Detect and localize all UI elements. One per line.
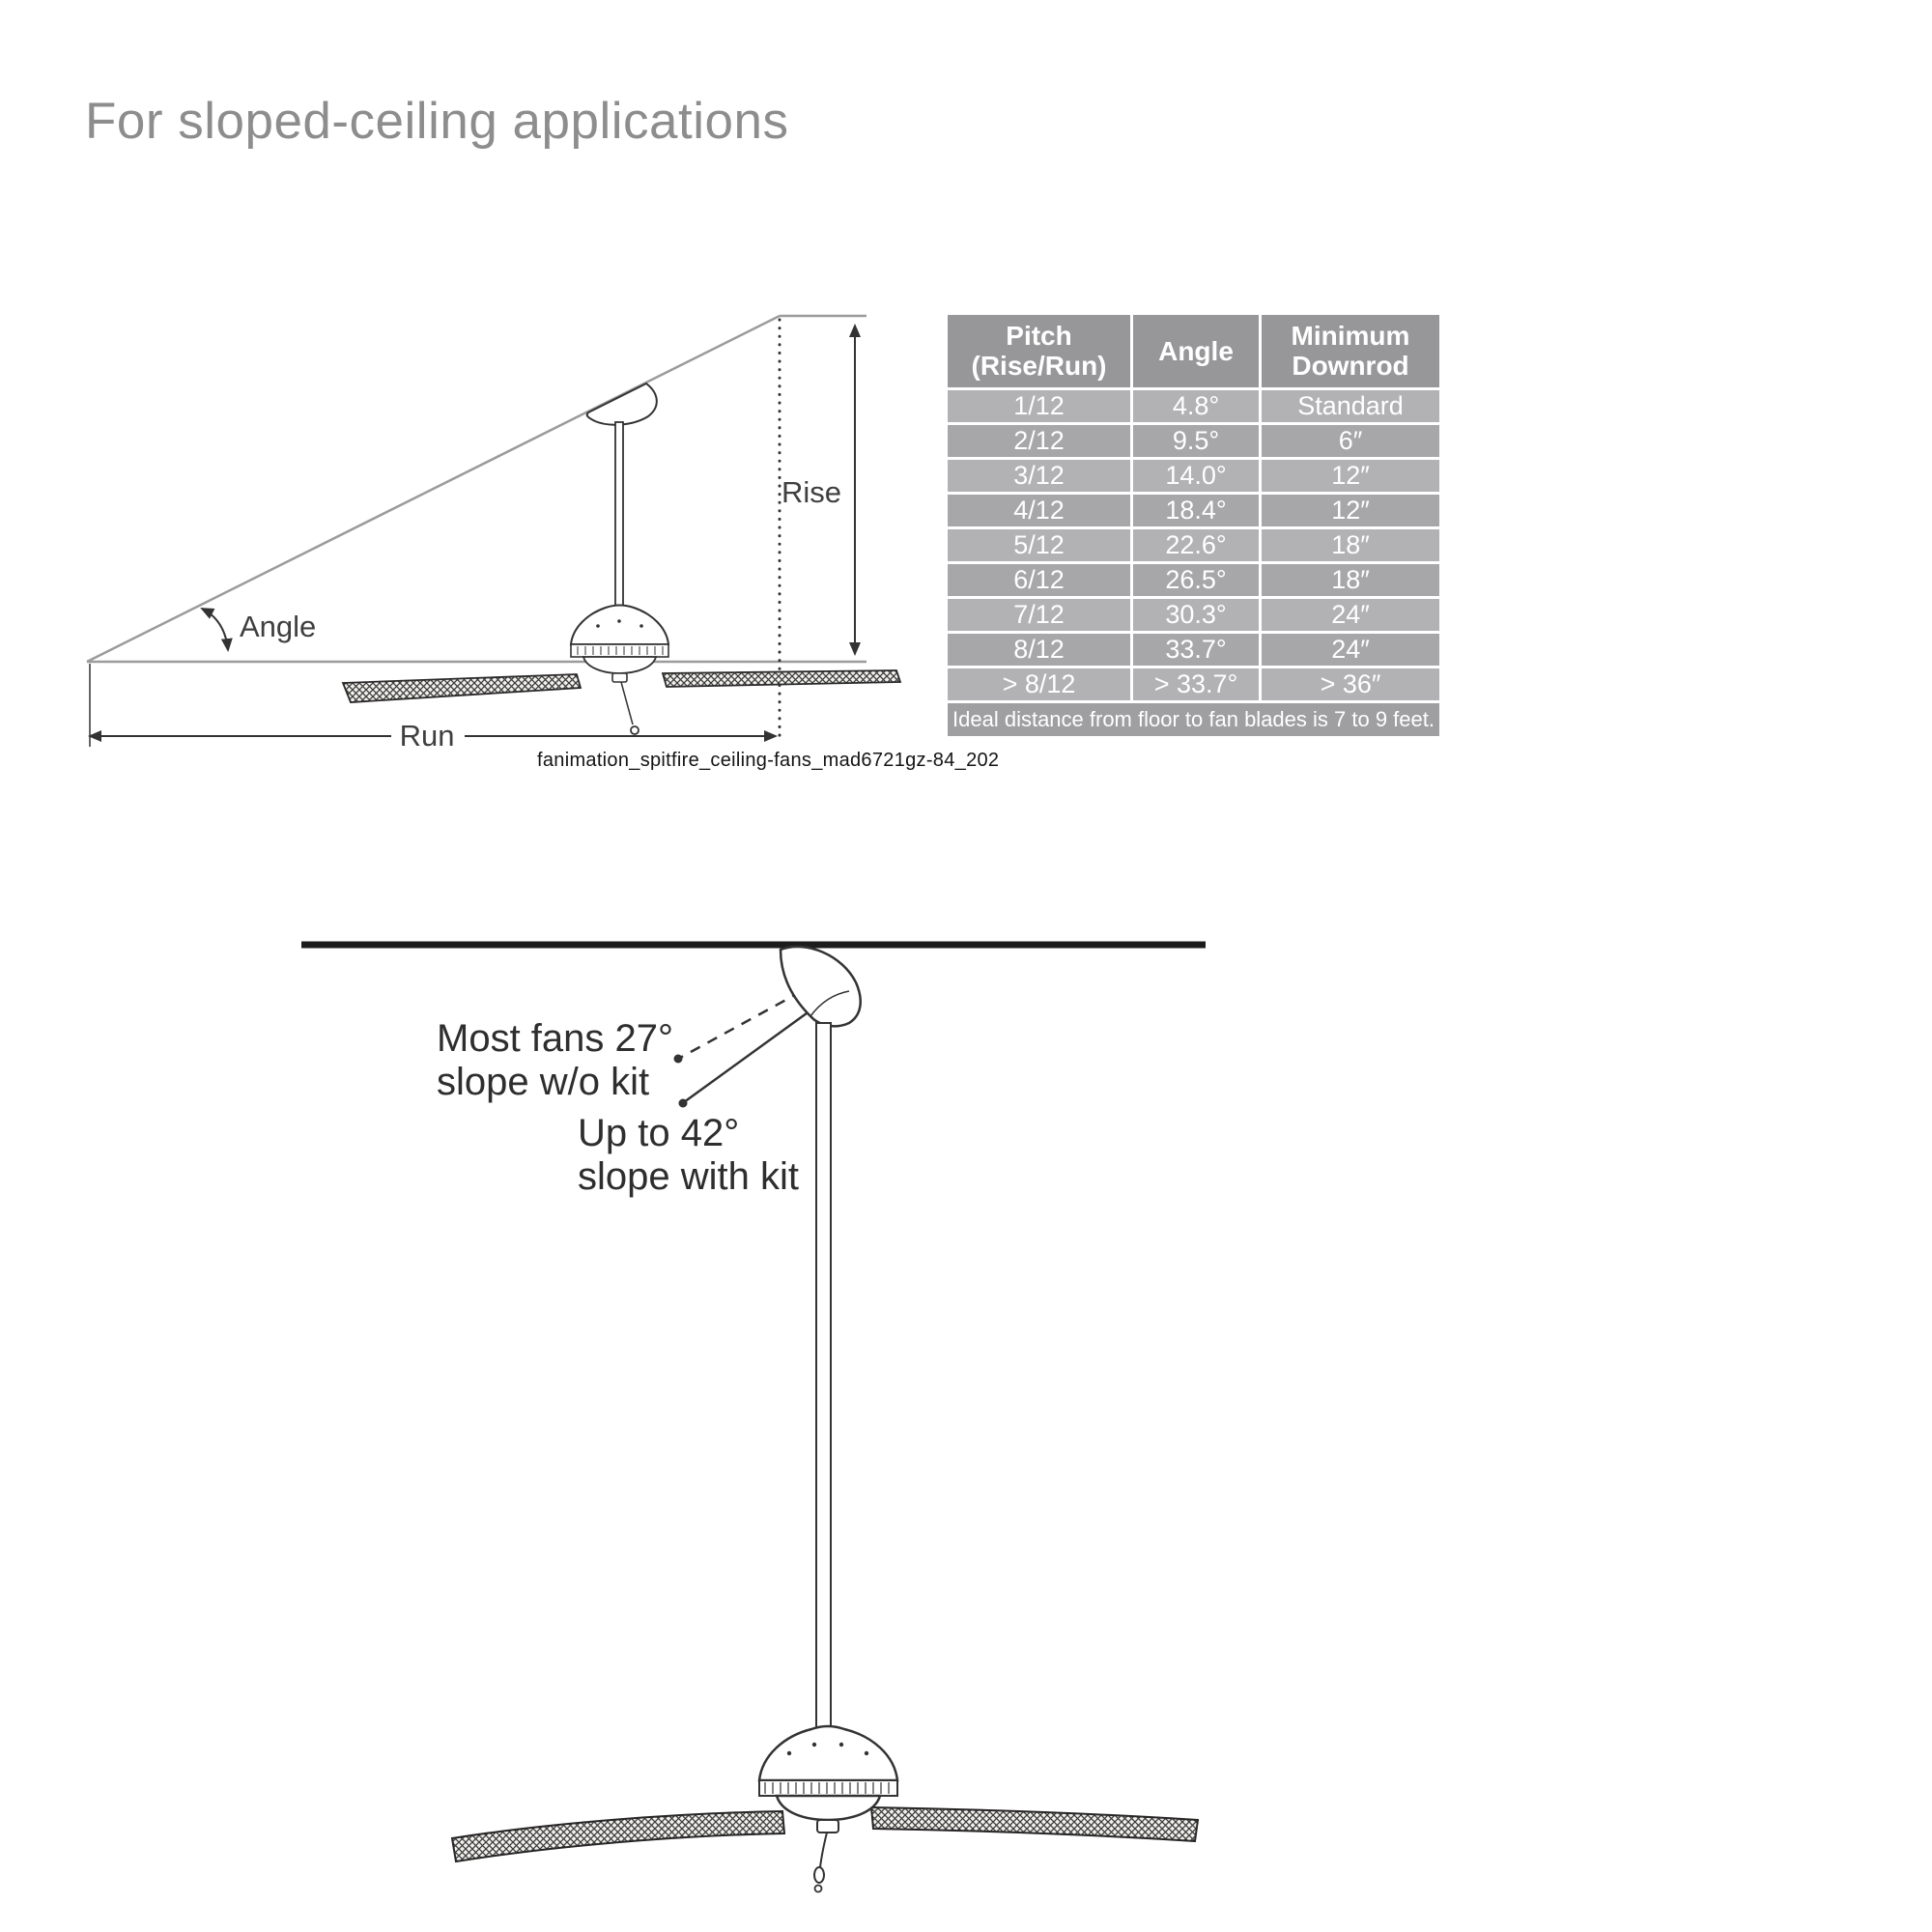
pitch-table: Pitch (Rise/Run) Angle Minimum Downrod 1… — [945, 312, 1442, 739]
with-kit-pointer-dot — [678, 1098, 688, 1108]
table-row: 3/12 14.0° 12″ — [945, 456, 1442, 495]
ceiling-fan-small — [341, 382, 902, 735]
no-kit-note-line1: Most fans 27° — [437, 1017, 673, 1060]
motor-vent-dot — [864, 1750, 869, 1756]
motor-vent-dot — [596, 624, 600, 628]
motor-vent-dot — [639, 624, 643, 628]
no-kit-slope-note: Most fans 27° slope w/o kit — [437, 1017, 673, 1104]
fan-blade-left — [450, 1809, 786, 1863]
motor-skirt — [582, 656, 658, 674]
no-kit-note-line2: slope w/o kit — [437, 1060, 650, 1103]
angle-cell: 30.3° — [1130, 595, 1262, 634]
slope-kit-diagram: Most fans 27° slope w/o kit Up to 42° sl… — [290, 923, 1217, 1898]
table-row: 4/12 18.4° 12″ — [945, 491, 1442, 529]
page-title: For sloped-ceiling applications — [85, 93, 789, 150]
table-row: 6/12 26.5° 18″ — [945, 560, 1442, 599]
table-row: > 8/12 > 33.7° > 36″ — [945, 665, 1442, 703]
angle-cell: 33.7° — [1130, 630, 1262, 668]
fan-hub — [816, 1819, 839, 1833]
angle-cell: 26.5° — [1130, 560, 1262, 599]
motor-ridges — [577, 646, 664, 655]
fan-blade-right — [869, 1805, 1200, 1843]
pull-chain-bead — [813, 1866, 825, 1884]
pull-chain — [819, 1832, 828, 1868]
fan-blade-left — [341, 673, 582, 703]
downrod-cell: Standard — [1259, 386, 1442, 425]
fan-motor-housing — [757, 1724, 899, 1782]
motor-vent-dot — [838, 1742, 844, 1747]
col-header-downrod-line1: Minimum — [1291, 321, 1410, 351]
downrod-cell: 12″ — [1259, 456, 1442, 495]
slope-diagram-svg: Rise Run Angle — [86, 314, 902, 753]
col-header-pitch-line1: Pitch — [1006, 321, 1072, 351]
pull-chain-bead — [630, 725, 639, 735]
fan-hub — [611, 672, 628, 683]
table-row: 5/12 22.6° 18″ — [945, 526, 1442, 564]
pitch-cell: 3/12 — [945, 456, 1133, 495]
angle-cell: 4.8° — [1130, 386, 1262, 425]
angle-label: Angle — [240, 610, 316, 643]
angle-cell: 14.0° — [1130, 456, 1262, 495]
fan-blade-right — [661, 669, 902, 688]
canopy-detail-line — [810, 990, 850, 1017]
angle-arc-arrow — [200, 608, 233, 652]
table-footer-note: Ideal distance from floor to fan blades … — [945, 699, 1442, 739]
pitch-cell: 6/12 — [945, 560, 1133, 599]
pitch-cell: 7/12 — [945, 595, 1133, 634]
downrod-cell: > 36″ — [1259, 665, 1442, 703]
col-header-angle: Angle — [1130, 312, 1262, 390]
fan-canopy — [585, 382, 658, 426]
pitch-cell: 5/12 — [945, 526, 1133, 564]
downrod-cell: 12″ — [1259, 491, 1442, 529]
image-caption: fanimation_spitfire_ceiling-fans_mad6721… — [537, 750, 1000, 771]
angle-cell: 9.5° — [1130, 421, 1262, 460]
table-row: 8/12 33.7° 24″ — [945, 630, 1442, 668]
col-header-pitch-line2: (Rise/Run) — [971, 351, 1107, 382]
angle-cell: 18.4° — [1130, 491, 1262, 529]
col-header-downrod: Minimum Downrod — [1259, 312, 1442, 390]
with-kit-note-line1: Up to 42° — [578, 1112, 740, 1154]
col-header-pitch: Pitch (Rise/Run) — [945, 312, 1133, 390]
table-row: 1/12 4.8° Standard — [945, 386, 1442, 425]
motor-vent-dot — [811, 1742, 817, 1747]
pitch-cell: 8/12 — [945, 630, 1133, 668]
downrod-cell: 24″ — [1259, 630, 1442, 668]
with-kit-note-line2: slope with kit — [578, 1154, 799, 1198]
sloped-ceiling-line — [86, 314, 781, 664]
rise-label: Rise — [781, 475, 841, 509]
run-label: Run — [400, 719, 455, 753]
downrod-cell: 18″ — [1259, 560, 1442, 599]
table-footer-row: Ideal distance from floor to fan blades … — [945, 699, 1442, 739]
pitch-cell: 1/12 — [945, 386, 1133, 425]
table-header-row: Pitch (Rise/Run) Angle Minimum Downrod — [945, 312, 1442, 390]
pitch-cell: > 8/12 — [945, 665, 1133, 703]
pitch-cell: 2/12 — [945, 421, 1133, 460]
col-header-downrod-line2: Downrod — [1292, 351, 1409, 382]
downrod-cell: 18″ — [1259, 526, 1442, 564]
fan-downrod — [614, 421, 624, 609]
with-kit-slope-note: Up to 42° slope with kit — [578, 1112, 799, 1199]
fan-motor-housing — [569, 604, 670, 645]
pull-chain — [620, 681, 634, 725]
downrod-cell: 24″ — [1259, 595, 1442, 634]
slope-measurement-diagram: Rise Run Angle — [82, 304, 961, 758]
motor-skirt — [775, 1794, 882, 1822]
angle-cell: > 33.7° — [1130, 665, 1262, 703]
motor-vent-dot — [786, 1750, 792, 1756]
with-kit-angle-line — [683, 996, 829, 1104]
no-kit-pointer-dot — [673, 1054, 683, 1064]
motor-ridges — [764, 1782, 890, 1794]
slope-kit-diagram-svg — [301, 941, 1206, 1893]
angle-cell: 22.6° — [1130, 526, 1262, 564]
fan-canopy-tilted — [779, 945, 862, 1028]
fan-downrod — [815, 1022, 832, 1730]
table-row: 7/12 30.3° 24″ — [945, 595, 1442, 634]
pitch-cell: 4/12 — [945, 491, 1133, 529]
ceiling-fan-large — [450, 945, 1200, 1893]
table-row: 2/12 9.5° 6″ — [945, 421, 1442, 460]
downrod-cell: 6″ — [1259, 421, 1442, 460]
motor-vent-dot — [617, 619, 621, 623]
pull-chain-end-knob — [813, 1884, 823, 1893]
